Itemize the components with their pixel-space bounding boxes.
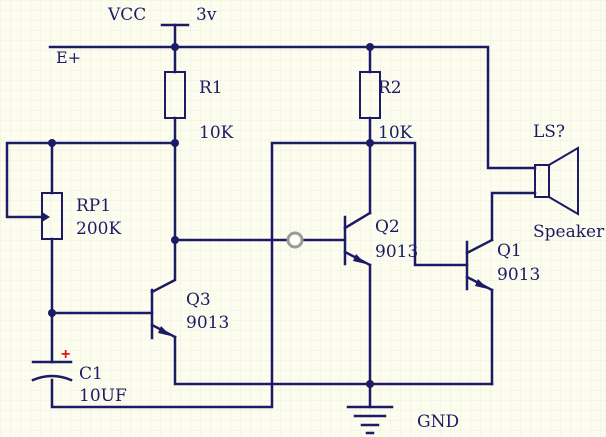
r1-ref: R1	[199, 78, 223, 98]
wires	[5, 23, 537, 409]
vcc-label: VCC	[107, 5, 146, 25]
r2-ref: R2	[378, 78, 402, 98]
q1-ref: Q1	[497, 241, 522, 261]
rp1-value: 200K	[76, 219, 121, 239]
c1-polarity-mark: +	[61, 346, 70, 363]
junction-dots	[48, 43, 374, 388]
transistor-q2[interactable]	[343, 211, 372, 267]
speaker-ref: LS?	[533, 122, 565, 142]
capacitor-c1[interactable]	[31, 360, 73, 382]
cursor-marker[interactable]	[286, 231, 304, 249]
potentiometer-rp1[interactable]	[36, 192, 63, 240]
c1-ref: C1	[79, 364, 103, 384]
q1-value: 9013	[497, 265, 540, 285]
rp1-ref: RP1	[76, 196, 111, 216]
q3-ref: Q3	[186, 290, 211, 310]
q3-value: 9013	[186, 313, 229, 333]
q2-value: 9013	[375, 242, 418, 262]
resistor-r2[interactable]	[359, 71, 381, 119]
transistor-q1[interactable]	[465, 238, 494, 292]
speaker-icon[interactable]	[534, 146, 579, 216]
ground-icon	[346, 405, 394, 435]
vcc-value: 3v	[196, 5, 217, 25]
rail-label: E+	[56, 48, 81, 67]
resistor-r1[interactable]	[164, 71, 186, 119]
r1-value: 10K	[199, 123, 234, 143]
c1-value: 10UF	[79, 386, 127, 406]
q2-ref: Q2	[375, 217, 400, 237]
transistor-q3[interactable]	[150, 288, 177, 340]
gnd-label: GND	[417, 412, 459, 432]
r2-value: 10K	[378, 123, 413, 143]
speaker-label: Speaker	[533, 222, 605, 242]
